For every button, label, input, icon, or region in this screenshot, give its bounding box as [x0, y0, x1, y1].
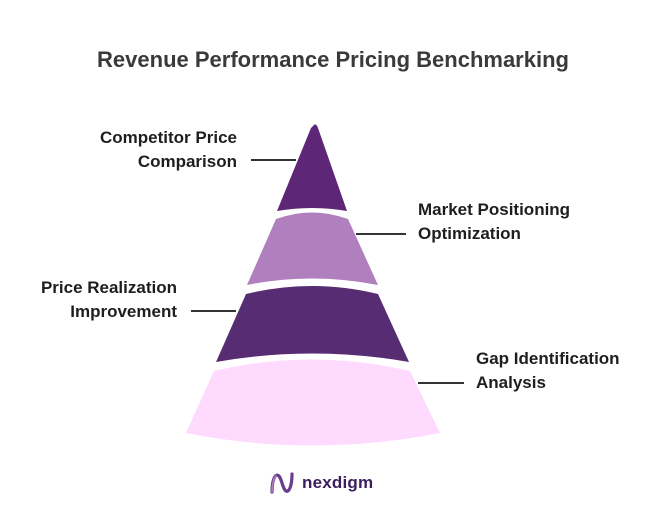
layer-1-label-line1: Competitor Price [100, 128, 237, 147]
layer-3-connector [191, 310, 236, 312]
layer-4-label: Gap Identification Analysis [476, 347, 620, 395]
layer-2-label: Market Positioning Optimization [418, 198, 570, 246]
layer-4-connector [418, 382, 464, 384]
pyramid-layer-2 [247, 212, 378, 285]
layer-1-connector [251, 159, 296, 161]
pyramid-layer-1 [277, 124, 347, 211]
layer-1-label: Competitor Price Comparison [100, 126, 237, 174]
logo-text: nexdigm [302, 473, 374, 492]
layer-3-label-line1: Price Realization [40, 278, 177, 297]
pyramid-layer-4 [186, 359, 440, 446]
nexdigm-logo-icon [270, 472, 294, 494]
layer-3-label: Price Realization Improvement [41, 276, 177, 324]
pyramid-layer-3 [216, 286, 409, 362]
layer-2-connector [356, 233, 406, 235]
nexdigm-logo: nexdigm [268, 468, 373, 498]
layer-2-label-line1: Market Positioning [418, 200, 571, 219]
layer-3-label-line2: Improvement [70, 302, 177, 321]
diagram-title: Revenue Performance Pricing Benchmarking [97, 47, 569, 72]
layer-4-label-line1: Gap Identification [476, 349, 620, 368]
layer-4-label-line2: Analysis [476, 373, 546, 392]
layer-2-label-line2: Optimization [418, 224, 521, 243]
layer-1-label-line2: Comparison [137, 152, 237, 171]
